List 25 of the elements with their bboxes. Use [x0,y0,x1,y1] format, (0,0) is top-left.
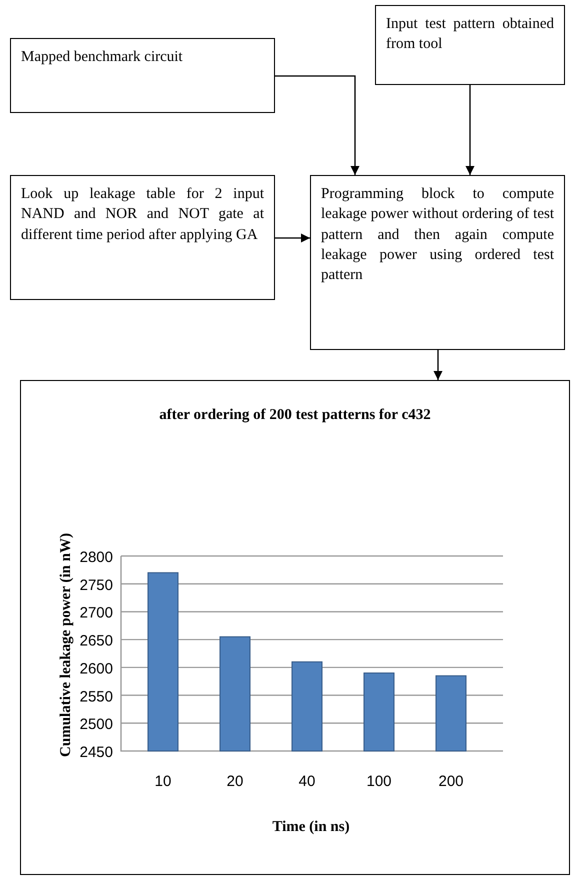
arrow [275,233,310,243]
tick-label: 2800 [80,549,113,566]
tick-label: 10 [154,773,172,790]
arrow [275,75,360,175]
process-box: Mapped benchmark circuit [10,38,275,113]
tick-label: 2750 [80,576,113,594]
tick-label: 2550 [80,688,113,706]
tick-label: 2600 [80,660,113,678]
process-box: Look up leakage table for 2 input NAND and NOR and NOT gate at different time period after applying GA [10,175,275,300]
tick-label: 40 [298,773,316,790]
arrow [433,350,443,380]
arrow [465,85,475,175]
process-box: Input test pattern obtained from tool [375,5,565,85]
axis-title: Cumulative leakage power (in nW) [57,532,75,759]
tick-label: 2650 [80,632,113,650]
tick-label: 2450 [80,744,113,761]
tick-label: 200 [438,773,464,790]
chart-title: after ordering of 200 test patterns for c432 [159,407,431,423]
tick-label: 2500 [80,716,113,734]
tick-label: 20 [226,773,244,790]
tick-label: 100 [366,773,392,790]
process-box: Programming block to compute leakage power without ordering of test pattern and then again compute leakage power using ordered test pattern [310,175,565,350]
tick-label: 2700 [80,604,113,622]
chart-panel [20,380,570,875]
axis-title: Time (in ns) [272,819,350,835]
